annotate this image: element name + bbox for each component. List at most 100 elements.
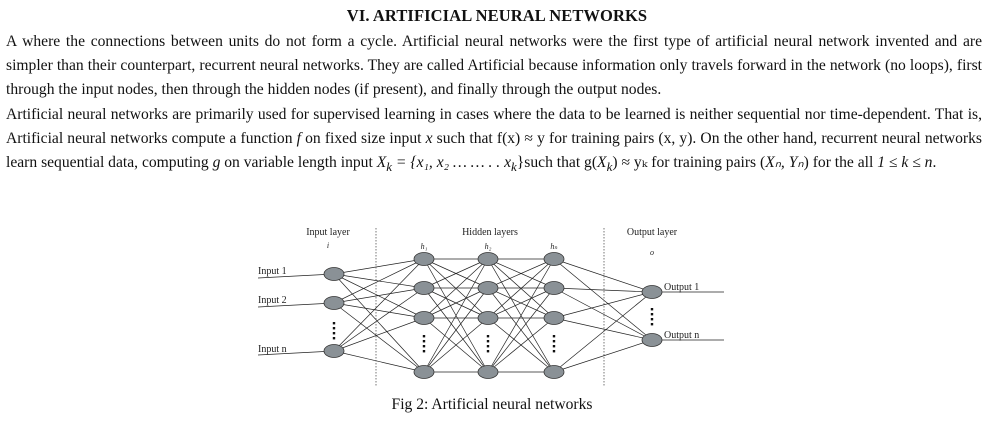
p2-x: x <box>425 129 433 147</box>
ellipsis-dot-hidden-n-0 <box>552 335 556 338</box>
node-hidden-1-3 <box>413 365 435 379</box>
edge-hidden-1-3-hidden-2-0 <box>423 258 489 373</box>
input-line-0 <box>257 273 335 279</box>
edge-hidden-2-1-hidden-n-0 <box>487 258 555 289</box>
input-line-1 <box>257 302 335 308</box>
ellipsis-dot-hidden-1-1 <box>422 340 426 343</box>
paragraph-2: Artificial neural networks are primarily… <box>6 103 982 180</box>
p2-math-close: } <box>516 154 525 172</box>
p2-math-set: = {x₁, x₂ … … . . x <box>392 154 511 172</box>
p2-text-c: such that f(x) ≈ y for training pairs (x… <box>6 129 982 172</box>
ellipsis-dot-hidden-1-3 <box>422 350 426 353</box>
ellipsis-dots <box>332 308 654 353</box>
ellipsis-dot-hidden-1-0 <box>422 335 426 338</box>
edge-hidden-1-2-hidden-2-1 <box>423 287 489 319</box>
p2-range: 1 ≤ k ≤ n <box>877 154 933 172</box>
edge-hidden-2-2-hidden-n-1 <box>487 287 555 319</box>
p2-period: . <box>932 154 937 172</box>
ellipsis-dot-input-3 <box>332 337 336 340</box>
ellipsis-dot-hidden-1-2 <box>422 345 426 348</box>
output-n-label: Output n <box>664 330 699 341</box>
p2-text-f: ) ≈ yₖ for training pairs ( <box>612 154 766 172</box>
input-symbol: i <box>327 241 329 250</box>
edge-hidden-n-1-output-0 <box>553 287 653 293</box>
node-hidden-2-1 <box>477 281 499 295</box>
edge-hidden-1-1-hidden-2-0 <box>423 258 489 289</box>
input-2-label: Input 2 <box>258 295 287 306</box>
edge-hidden-n-2-output-0 <box>553 291 653 319</box>
ellipsis-dot-hidden-n-1 <box>552 340 556 343</box>
edge-input-0-hidden-1-3 <box>333 273 425 373</box>
ellipsis-dot-hidden-2-1 <box>486 340 490 343</box>
node-hidden-n-1 <box>543 281 565 295</box>
p2-math-x2: X <box>597 154 607 172</box>
p2-math-set-sub: k <box>511 159 517 175</box>
ellipsis-dot-input-0 <box>332 322 336 325</box>
hidden-1-symbol: h₁ <box>421 242 428 251</box>
input-1-label: Input 1 <box>258 266 287 277</box>
edge-hidden-n-2-output-1 <box>553 317 653 341</box>
node-input-0 <box>323 267 345 281</box>
edge-hidden-2-2-hidden-n-0 <box>487 258 555 319</box>
figure-caption: Fig 2: Artificial neural networks <box>391 396 593 413</box>
input-layer-label: Input layer <box>306 227 350 238</box>
ellipsis-dot-input-2 <box>332 332 336 335</box>
edge-hidden-1-3-hidden-2-1 <box>423 287 489 373</box>
edge-hidden-n-0-output-0 <box>553 258 653 293</box>
p2-math-x: X <box>376 154 387 172</box>
hidden-2-symbol: h₂ <box>485 242 492 251</box>
node-input-1 <box>323 296 345 310</box>
edge-hidden-1-2-hidden-2-0 <box>423 258 489 319</box>
hidden-layers-label: Hidden layers <box>462 227 518 238</box>
node-hidden-2-0 <box>477 252 499 266</box>
layer-dividers <box>375 228 605 386</box>
edge-input-1-hidden-1-3 <box>333 302 425 373</box>
p2-pairs: Xₙ, Yₙ <box>765 154 804 172</box>
edge-input-2-hidden-1-3 <box>333 350 425 373</box>
p2-g: g <box>212 154 221 172</box>
node-hidden-n-0 <box>543 252 565 266</box>
edge-input-2-hidden-1-0 <box>333 258 425 352</box>
edge-input-1-hidden-1-2 <box>333 302 425 319</box>
edge-input-1-hidden-1-0 <box>333 258 425 304</box>
ellipsis-dot-hidden-2-2 <box>486 345 490 348</box>
ellipsis-dot-hidden-n-2 <box>552 345 556 348</box>
node-hidden-n-2 <box>543 311 565 325</box>
ellipsis-dot-hidden-2-0 <box>486 335 490 338</box>
section-heading: VI. ARTIFICIAL NEURAL NETWORKS <box>346 6 648 25</box>
edge-input-0-hidden-1-2 <box>333 273 425 319</box>
paragraph-1: A where the connections between units do… <box>6 33 982 99</box>
p2-math-x-sub: k <box>386 159 393 175</box>
ellipsis-dot-output-1 <box>650 313 654 316</box>
ellipsis-dot-output-0 <box>650 308 654 311</box>
input-n-label: Input n <box>258 344 287 355</box>
p2-text-h: ) for the all <box>803 154 878 172</box>
edge-hidden-1-3-hidden-2-2 <box>423 317 489 373</box>
neural-network-diagram: Input layer Hidden layers Output layer i… <box>257 227 724 386</box>
edge-hidden-2-3-hidden-n-1 <box>487 287 555 373</box>
hidden-n-symbol: hₙ <box>550 242 557 251</box>
edge-hidden-n-0-output-1 <box>553 258 653 341</box>
output-symbol: o <box>650 248 654 257</box>
p2-math-x2-sub: k <box>606 159 613 175</box>
node-hidden-1-1 <box>413 281 435 295</box>
p2-text-d: on variable length input <box>220 154 377 172</box>
neural-network-figure: Input layer Hidden layers Output layer i… <box>240 222 760 392</box>
output-layer-label: Output layer <box>627 227 678 238</box>
node-hidden-1-0 <box>413 252 435 266</box>
network-nodes <box>323 252 663 379</box>
ellipsis-dot-hidden-n-3 <box>552 350 556 353</box>
edge-input-1-hidden-1-1 <box>333 287 425 304</box>
edge-input-2-hidden-1-1 <box>333 287 425 352</box>
ellipsis-dot-hidden-2-3 <box>486 350 490 353</box>
connection-lines <box>257 258 724 373</box>
p2-f: f <box>296 129 301 147</box>
edge-hidden-2-3-hidden-n-0 <box>487 258 555 373</box>
node-hidden-n-3 <box>543 365 565 379</box>
node-input-2 <box>323 344 345 358</box>
ellipsis-dot-input-1 <box>332 327 336 330</box>
node-output-0 <box>641 285 663 299</box>
input-line-2 <box>257 350 335 356</box>
ellipsis-dot-output-2 <box>650 318 654 321</box>
edge-hidden-n-1-output-1 <box>553 287 653 341</box>
